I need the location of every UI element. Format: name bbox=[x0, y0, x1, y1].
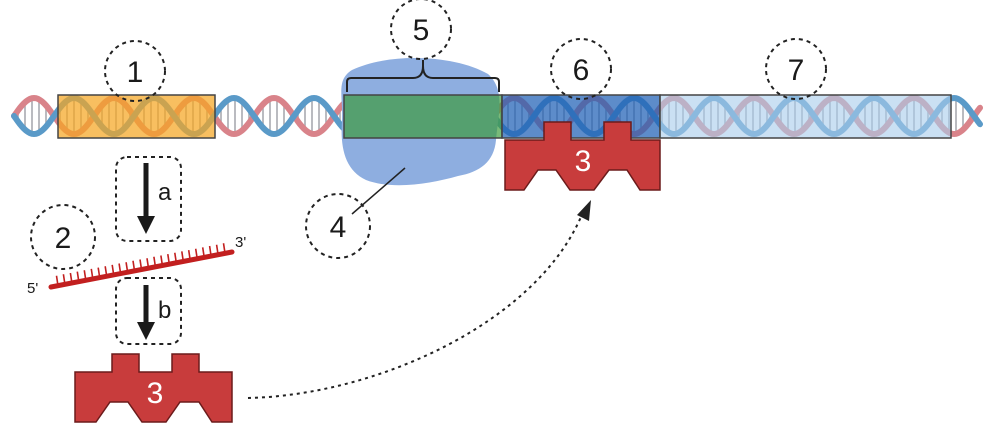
region-1-box bbox=[57, 94, 216, 139]
callout-1: 1 bbox=[104, 40, 166, 102]
callout-6-label: 6 bbox=[573, 54, 590, 87]
callout-4-label: 4 bbox=[330, 211, 347, 244]
step-a: a bbox=[115, 156, 182, 242]
region-5-brace bbox=[346, 60, 500, 92]
callout-5-label: 5 bbox=[413, 14, 430, 47]
repressor-free-label: 3 bbox=[147, 377, 164, 410]
step-b: b bbox=[115, 277, 182, 345]
mrna-strand: 5' 3' bbox=[27, 234, 246, 297]
repressor-bound-label: 3 bbox=[575, 145, 592, 178]
callout-7: 7 bbox=[765, 38, 827, 100]
arrow-head-icon bbox=[577, 200, 591, 221]
repressor-free: 3 bbox=[74, 353, 233, 423]
arrow-down-icon bbox=[137, 216, 155, 234]
mrna-5prime-label: 5' bbox=[27, 280, 38, 297]
callout-2-label: 2 bbox=[55, 222, 72, 255]
binding-arrow bbox=[247, 200, 591, 399]
callout-6: 6 bbox=[550, 38, 612, 100]
region-6-box bbox=[501, 94, 661, 139]
callout-1-label: 1 bbox=[127, 56, 144, 89]
repressor-bound: 3 bbox=[504, 121, 661, 191]
region-7-box bbox=[659, 94, 952, 139]
callout-7-label: 7 bbox=[788, 54, 805, 87]
callout-4-leader bbox=[351, 167, 406, 215]
callout-2: 2 bbox=[30, 204, 96, 270]
mrna-3prime-label: 3' bbox=[235, 234, 246, 251]
callout-5: 5 bbox=[390, 0, 452, 60]
callout-4: 4 bbox=[305, 193, 371, 259]
step-b-label: b bbox=[158, 297, 171, 324]
region-5-box bbox=[343, 94, 503, 139]
step-a-label: a bbox=[158, 179, 172, 206]
arrow-down-icon bbox=[137, 322, 155, 340]
